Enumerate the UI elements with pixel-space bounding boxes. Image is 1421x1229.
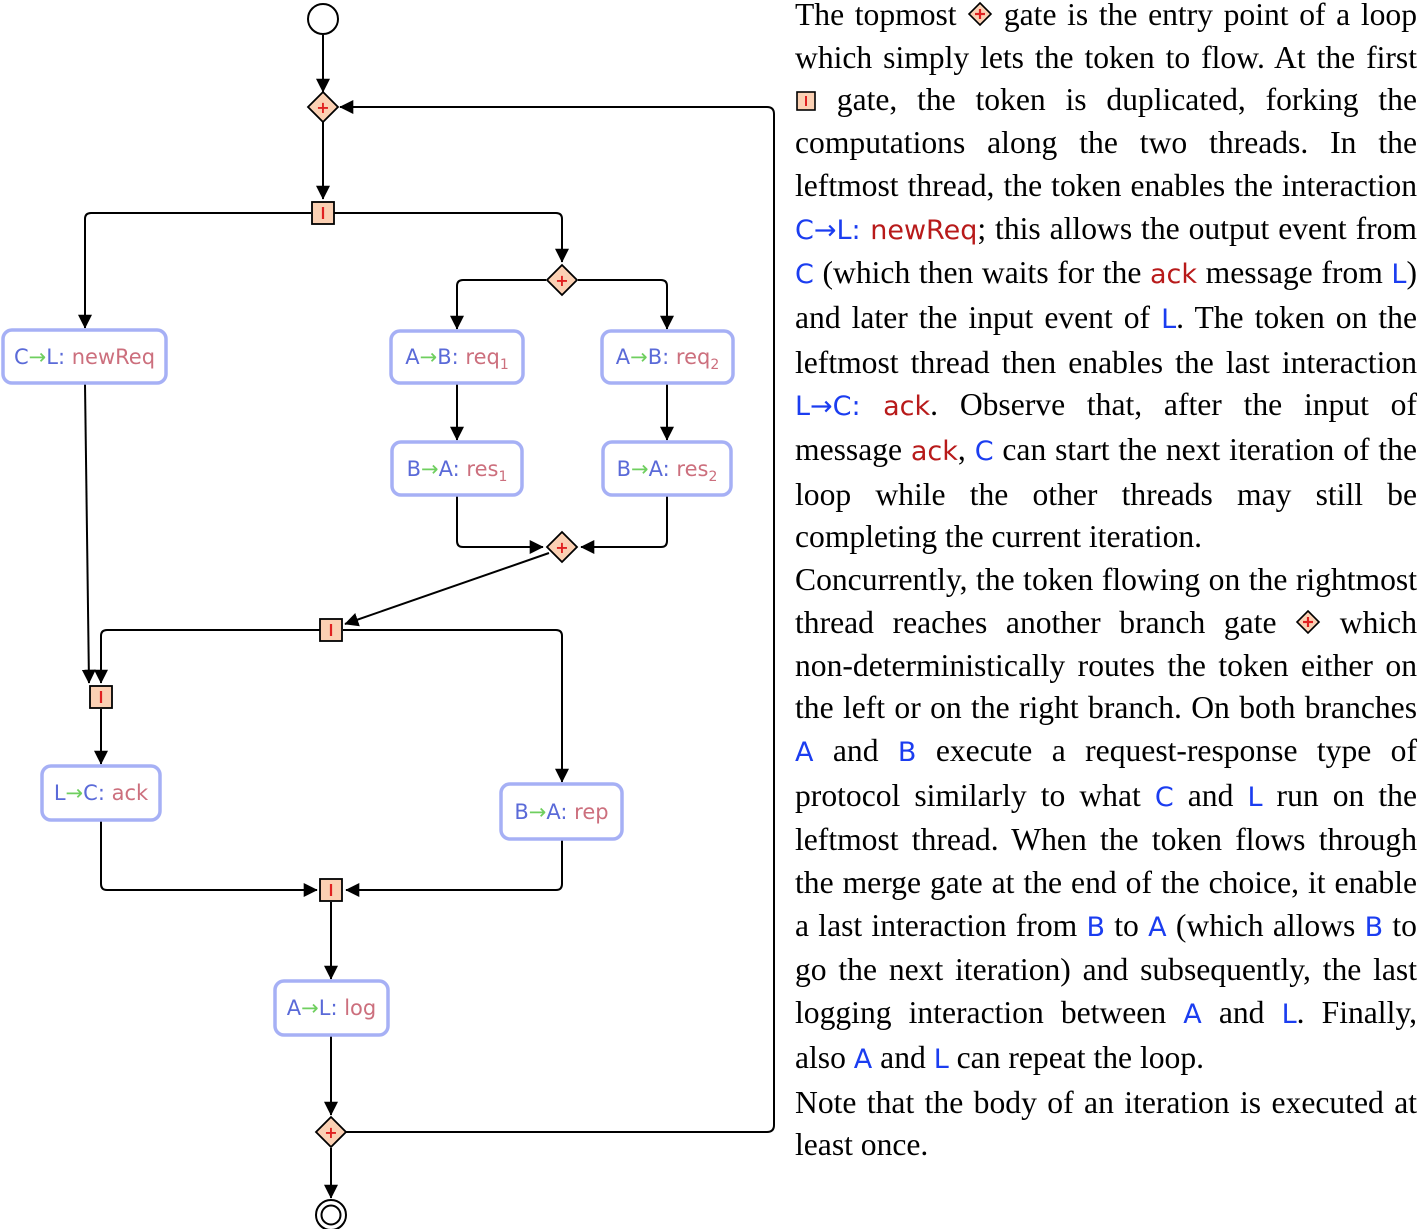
interaction-a-b-req2: A→B: req2 bbox=[600, 329, 735, 385]
and-gate-fork2 bbox=[319, 618, 343, 642]
and-gate-icon bbox=[796, 91, 816, 112]
edge-res2-to-merge bbox=[580, 495, 668, 554]
edge-merge-to-fork2 bbox=[344, 552, 550, 627]
edge-fork-to-newreq bbox=[78, 212, 311, 329]
edge-res1-to-merge bbox=[456, 495, 544, 554]
xor-gate-icon bbox=[968, 1, 993, 27]
edge-choice-to-req1 bbox=[450, 279, 546, 330]
svg-text:B→A: res1: B→A: res1 bbox=[407, 457, 508, 485]
xor-gate-loop-exit: + bbox=[314, 1115, 348, 1149]
xor-gate-loop-entry: + bbox=[306, 90, 340, 124]
interaction-l-c-ack: L→C: ack bbox=[40, 764, 162, 822]
interaction-a-b-req1: A→B: req1 bbox=[389, 329, 525, 385]
xor-gate-symbol: + bbox=[555, 271, 568, 290]
edge-rep-to-join2 bbox=[345, 840, 563, 897]
start-node bbox=[307, 3, 339, 35]
svg-text:A→B: req1: A→B: req1 bbox=[405, 345, 509, 373]
interaction-b-a-rep: B→A: rep bbox=[499, 782, 624, 841]
xor-gate-choice: + bbox=[545, 263, 579, 297]
xor-gate-merge: + bbox=[545, 530, 579, 564]
interaction-a-l-log: A→L: log bbox=[273, 979, 390, 1037]
choreography-diagram: + + + + C→L: newReq A→B: req1 bbox=[1, 3, 775, 1229]
and-gate-join2 bbox=[319, 878, 343, 902]
interaction-c-l-newreq: C→L: newReq bbox=[1, 328, 168, 385]
description-text: The topmost gate is the entry point of a… bbox=[795, 0, 1417, 1167]
paragraph-3: Note that the body of an iteration is ex… bbox=[795, 1084, 1417, 1163]
edge-newreq-to-join bbox=[81, 383, 96, 684]
svg-text:A→B: req2: A→B: req2 bbox=[616, 345, 720, 373]
edge-fork2-to-rep bbox=[343, 629, 569, 783]
edge-ack-to-join2 bbox=[100, 821, 318, 897]
edge-fork-to-choice bbox=[334, 212, 569, 263]
xor-gate-symbol: + bbox=[316, 98, 329, 117]
xor-gate-symbol: + bbox=[324, 1123, 337, 1142]
paragraph-1: The topmost gate is the entry point of a… bbox=[795, 0, 1418, 555]
paragraph-2: Concurrently, the token flowing on the r… bbox=[795, 562, 1418, 1075]
edge-loop-back bbox=[339, 100, 775, 1133]
svg-text:A→L: log: A→L: log bbox=[287, 996, 376, 1020]
end-node bbox=[315, 1199, 347, 1229]
svg-text:B→A: res2: B→A: res2 bbox=[617, 457, 718, 485]
svg-text:B→A: rep: B→A: rep bbox=[514, 800, 608, 824]
and-gate-fork bbox=[311, 201, 335, 225]
and-gate-join bbox=[89, 685, 113, 709]
edge-choice-to-req2 bbox=[578, 279, 674, 330]
xor-gate-icon bbox=[1296, 609, 1321, 634]
interaction-b-a-res2: B→A: res2 bbox=[601, 440, 733, 497]
xor-gate-symbol: + bbox=[555, 538, 568, 557]
svg-text:L→C: ack: L→C: ack bbox=[54, 781, 149, 805]
edges bbox=[78, 35, 775, 1199]
edge-fork2-to-join bbox=[94, 629, 320, 684]
interaction-b-a-res1: B→A: res1 bbox=[390, 440, 524, 497]
svg-text:C→L: newReq: C→L: newReq bbox=[14, 345, 155, 369]
